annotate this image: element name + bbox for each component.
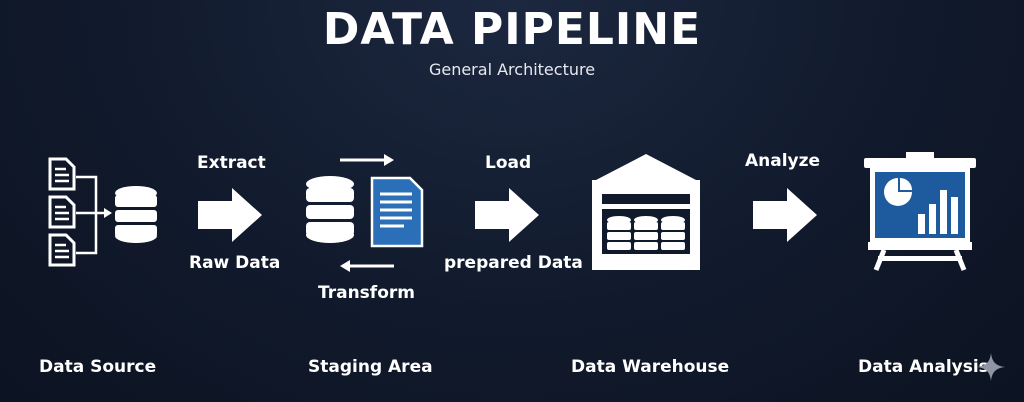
sparkle-icon [977, 353, 1005, 381]
stage-label-data-source: Data Source [39, 357, 157, 377]
prepared-data-label: prepared Data [444, 253, 583, 273]
document-icon [48, 157, 76, 191]
database-icon [634, 216, 658, 250]
arrow-right-icon [753, 188, 817, 242]
document-icon [48, 195, 76, 229]
warehouse-icon [592, 154, 700, 270]
diagram-title: DATA PIPELINE [322, 4, 702, 55]
stage-label-data-warehouse: Data Warehouse [571, 357, 730, 377]
raw-data-label: Raw Data [189, 253, 281, 273]
database-icon [661, 216, 685, 250]
database-icon [306, 176, 354, 243]
document-icon [48, 233, 76, 267]
diagram-subtitle: General Architecture [428, 60, 596, 79]
analyze-label: Analyze [745, 151, 821, 171]
load-label: Load [485, 153, 532, 173]
extract-label: Extract [197, 153, 266, 173]
database-icon [115, 186, 157, 243]
staging-area-icon [306, 154, 424, 272]
stage-label-staging-area: Staging Area [308, 357, 433, 377]
presentation-chart-icon [864, 152, 976, 271]
data-source-icon [48, 157, 157, 267]
document-icon [370, 176, 424, 248]
arrow-right-icon [475, 188, 539, 242]
arrow-right-icon [198, 188, 262, 242]
stage-label-data-analysis: Data Analysis [858, 357, 989, 377]
database-icon [607, 216, 631, 250]
transform-label: Transform [318, 283, 415, 303]
